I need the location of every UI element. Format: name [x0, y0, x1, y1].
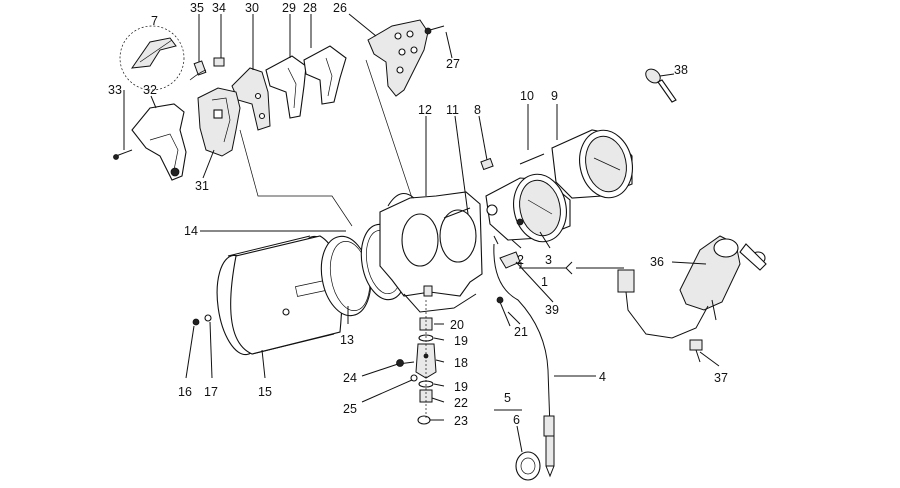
callout-24: 24: [343, 371, 357, 385]
part-10-pin: [519, 153, 545, 165]
part-38-key: [645, 68, 677, 103]
callout-25: 25: [343, 402, 357, 416]
part-34-bulb: [213, 57, 225, 67]
construction-lines: [239, 59, 417, 227]
part-33-screw: [113, 149, 133, 160]
leader-lines: [123, 13, 720, 453]
part-13-ring: [320, 235, 372, 317]
callout-10: 10: [520, 89, 534, 103]
callout-26: 26: [333, 1, 347, 15]
callout-36: 36: [650, 255, 664, 269]
part-8-fitting: [480, 157, 494, 171]
callout-8: 8: [474, 103, 481, 117]
callout-12: 12: [418, 103, 432, 117]
part-15-housing-cylinder: [216, 235, 344, 356]
part-37-bolt: [689, 339, 703, 363]
callout-13: 13: [340, 333, 354, 347]
callout-9: 9: [551, 89, 558, 103]
callout-3: 3: [545, 253, 552, 267]
callout-20: 20: [450, 318, 464, 332]
callout-6: 6: [513, 413, 520, 427]
callout-32: 32: [143, 83, 157, 97]
callout-14: 14: [184, 224, 198, 238]
part-11-rod: [443, 207, 471, 219]
callout-28: 28: [303, 1, 317, 15]
part-36-ignition-switch: [617, 235, 767, 339]
part-26-mount-plate: [367, 19, 429, 97]
callout-23: 23: [454, 414, 468, 428]
callout-17: 17: [204, 385, 218, 399]
callout-29: 29: [282, 1, 296, 15]
part-39-fitting: [499, 251, 521, 269]
part-6-nut: [515, 451, 541, 481]
part-32-cover: [131, 103, 187, 181]
part-29-bracket: [265, 55, 307, 119]
callout-39: 39: [545, 303, 559, 317]
part-7-detail: [119, 25, 185, 91]
part-4-cable: [493, 235, 555, 478]
callout-labels: 7 35 34 30 29 28 26 27 38 33 32 31 12 11…: [108, 1, 728, 428]
callout-27: 27: [446, 57, 460, 71]
part-17-washer: [204, 314, 212, 322]
callout-37: 37: [714, 371, 728, 385]
part-2-small-gauge: [485, 173, 571, 243]
callout-18: 18: [454, 356, 468, 370]
callout-38: 38: [674, 63, 688, 77]
part-9-large-gauge: [551, 129, 633, 199]
callout-34: 34: [212, 1, 226, 15]
callout-5: 5: [504, 391, 511, 405]
callout-16: 16: [178, 385, 192, 399]
part-27-screw: [424, 25, 445, 35]
part-12-instrument-bracket: [379, 191, 483, 313]
part-24-bolt: [396, 359, 415, 367]
callout-19-lower: 19: [454, 380, 468, 394]
callout-30: 30: [245, 1, 259, 15]
callout-31: 31: [195, 179, 209, 193]
callout-11: 11: [446, 103, 459, 117]
callout-7: 7: [151, 14, 158, 28]
callout-33: 33: [108, 83, 122, 97]
callout-22: 22: [454, 396, 468, 410]
callout-1: 1: [541, 275, 548, 289]
part-28-bracket: [303, 45, 347, 105]
part-35-connector: [189, 60, 207, 81]
callout-15: 15: [258, 385, 272, 399]
part-31-housing: [197, 87, 241, 157]
callout-19-upper: 19: [454, 334, 468, 348]
part-30-bracket: [231, 67, 271, 131]
callout-21: 21: [514, 325, 528, 339]
callout-4: 4: [599, 370, 606, 384]
part-25-washer: [410, 374, 418, 382]
part-16-screw: [192, 318, 200, 326]
part-23-washer: [417, 415, 431, 425]
part-21-screw: [496, 296, 511, 327]
callout-2: 2: [517, 253, 524, 267]
callout-35: 35: [190, 1, 204, 15]
